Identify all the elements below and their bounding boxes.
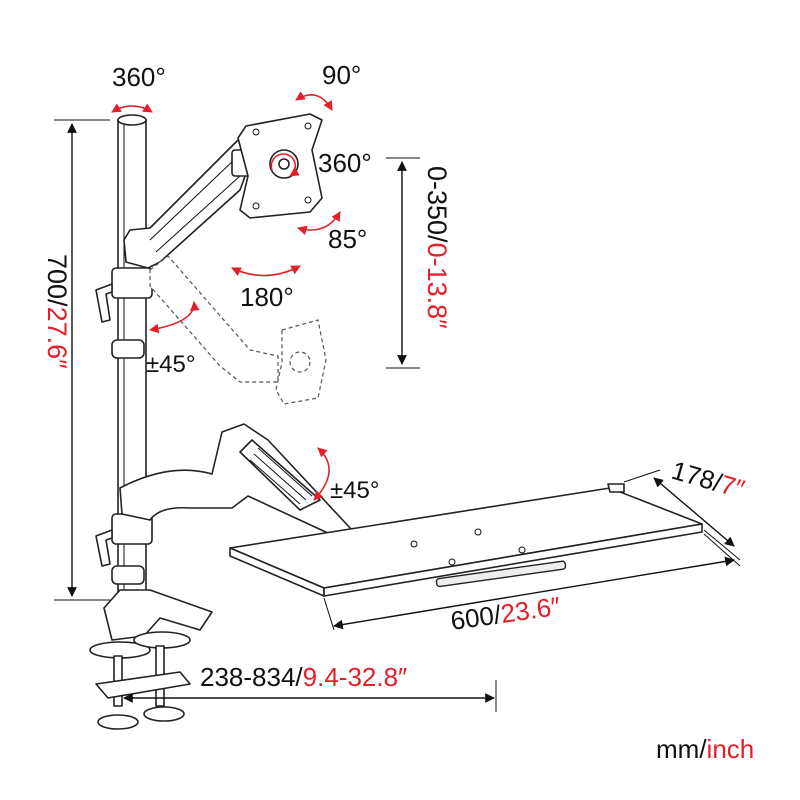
lowered-arm-ghost (149, 255, 327, 405)
clamp-range-label: 238-834/9.4-32.8″ (200, 662, 407, 692)
height-dimension-line (54, 119, 110, 601)
vertical-travel-dimension-line (386, 157, 420, 369)
upper-collar (95, 267, 153, 359)
clamp-range-dimension-line (123, 680, 497, 712)
tilt-85-label: 85° (328, 224, 367, 254)
keyboard-arm (119, 423, 353, 535)
tray-width-label: 600/23.6″ (449, 591, 563, 636)
lower-collar (95, 513, 153, 585)
units-label: mm/inch (656, 734, 754, 764)
arm-tilt-label: ±45° (146, 351, 195, 378)
tray-tilt-arrow (313, 447, 330, 501)
tray-tilt-label: ±45° (330, 477, 379, 504)
tilt-90-arrow (295, 91, 333, 111)
tray-width-dimension-line (323, 533, 741, 631)
desk-clamp (89, 589, 213, 730)
tray-depth-label: 178/7″ (668, 455, 748, 504)
pole-rotation-label: 360° (112, 62, 166, 92)
swivel-180-label: 180° (240, 282, 294, 312)
vesa-plate-upper (237, 113, 323, 219)
arm-tilt-arrow (149, 301, 200, 334)
vertical-travel-label: 0-350/0-13.8″ (422, 166, 452, 329)
screen-rotate-arrow (270, 153, 300, 177)
swivel-180-arrow (231, 265, 301, 277)
tilt-85-arrow (297, 211, 341, 235)
pole-rotation-arrow (111, 103, 153, 113)
tilt-90-label: 90° (322, 60, 361, 90)
tray-depth-dimension-line (623, 469, 741, 561)
vent-grille (249, 447, 313, 505)
height-dimension-label: 700/27.6″ (42, 254, 72, 369)
screen-rotate-label: 360° (318, 148, 372, 178)
